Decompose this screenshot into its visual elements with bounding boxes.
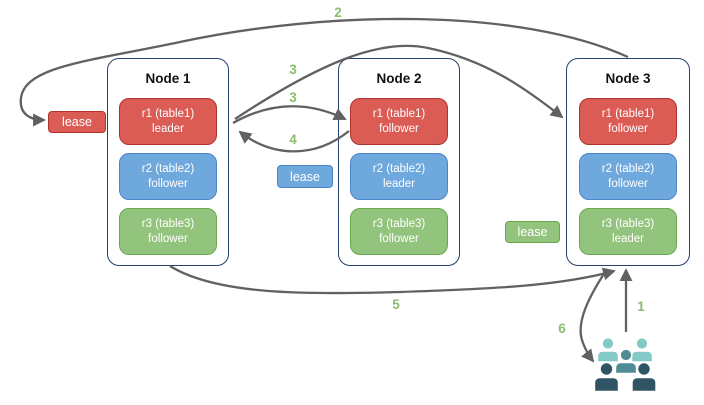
node-3: Node 3 r1 (table1) follower r2 (table2) … [566,58,690,266]
lease-badge-table2: lease [277,165,333,188]
replica-range-label: r3 (table3) [141,217,195,230]
replica-role-label: follower [379,122,419,135]
node-1-title: Node 1 [145,71,191,86]
node-2-replica-r3: r3 (table3) follower [350,208,448,255]
node-2-title: Node 2 [376,71,422,86]
replica-role-label: follower [148,177,188,190]
step-label-4: 4 [289,132,297,147]
node-3-replica-r2: r2 (table2) follower [579,153,677,200]
node-2: Node 2 r1 (table1) follower r2 (table2) … [338,58,460,266]
node-1: Node 1 r1 (table1) leader r2 (table2) fo… [107,58,229,266]
replica-role-label: leader [383,177,415,190]
replica-range-label: r1 (table1) [372,107,426,120]
node-3-replica-r1: r1 (table1) follower [579,98,677,145]
replica-role-label: follower [379,232,419,245]
replica-role-label: leader [612,232,644,245]
replica-range-label: r2 (table2) [141,162,195,175]
replica-range-label: r3 (table3) [601,217,655,230]
replica-role-label: leader [152,122,184,135]
arrow-step-5 [169,265,616,295]
arrow-step-6 [579,268,608,363]
node-2-replica-r2: r2 (table2) leader [350,153,448,200]
step-label-2: 2 [334,5,342,20]
node-3-replica-r3: r3 (table3) leader [579,208,677,255]
step-label-3b: 3 [289,90,297,105]
replica-role-label: follower [608,122,648,135]
step-label-6: 6 [558,321,566,336]
users-group-icon [593,337,657,393]
node-3-title: Node 3 [605,71,651,86]
replica-range-label: r3 (table3) [372,217,426,230]
node-1-replica-r1: r1 (table1) leader [119,98,217,145]
replica-range-label: r2 (table2) [601,162,655,175]
lease-badge-table3: lease [505,221,560,243]
replica-range-label: r2 (table2) [372,162,426,175]
step-label-1: 1 [637,299,645,314]
arrow-step-3-to-node2 [232,105,347,125]
node-1-replica-r3: r3 (table3) follower [119,208,217,255]
node-1-replica-r2: r2 (table2) follower [119,153,217,200]
replica-role-label: follower [608,177,648,190]
replica-range-label: r1 (table1) [141,107,195,120]
node-2-replica-r1: r1 (table1) follower [350,98,448,145]
lease-badge-table1: lease [48,111,106,133]
step-label-3a: 3 [289,62,297,77]
replica-role-label: follower [148,232,188,245]
replica-range-label: r1 (table1) [601,107,655,120]
step-label-5: 5 [392,297,400,312]
